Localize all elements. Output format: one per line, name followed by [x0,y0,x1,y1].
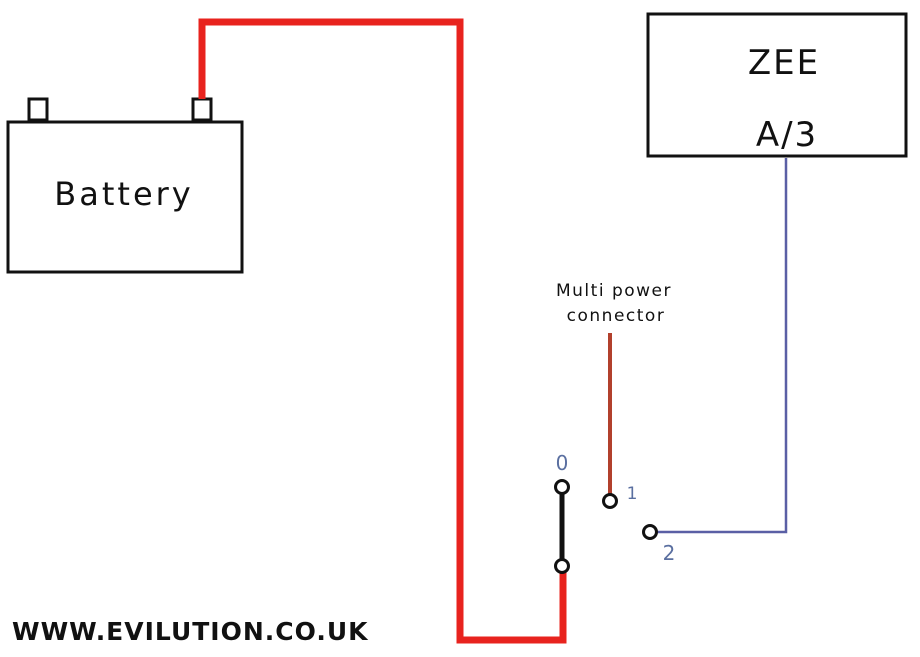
switch-common-terminal [554,558,570,574]
terminal-1-label: 1 [627,484,638,504]
terminal-1 [602,493,618,509]
terminal-2-label: 2 [663,541,676,565]
device-label-line2: A/3 [756,115,818,155]
connector-label-line2: connector [567,306,666,326]
terminal-0 [554,479,570,495]
device-body [646,12,908,158]
battery-negative-terminal [27,97,49,122]
battery-body [6,120,244,274]
website-label: WWW.EVILUTION.CO.UK [12,617,369,646]
device-box: ZEE A/3 [646,12,908,158]
rotary-switch: 0 1 2 [554,451,676,574]
terminal-2 [642,524,658,540]
battery: Battery [6,97,244,274]
terminal-0-label: 0 [556,451,569,475]
battery-label: Battery [54,175,193,213]
battery-positive-terminal [191,97,213,122]
device-wire [656,158,788,534]
connector-label-line1: Multi power [556,281,672,301]
device-label-line1: ZEE [748,43,820,83]
battery-positive-wire [198,18,567,644]
